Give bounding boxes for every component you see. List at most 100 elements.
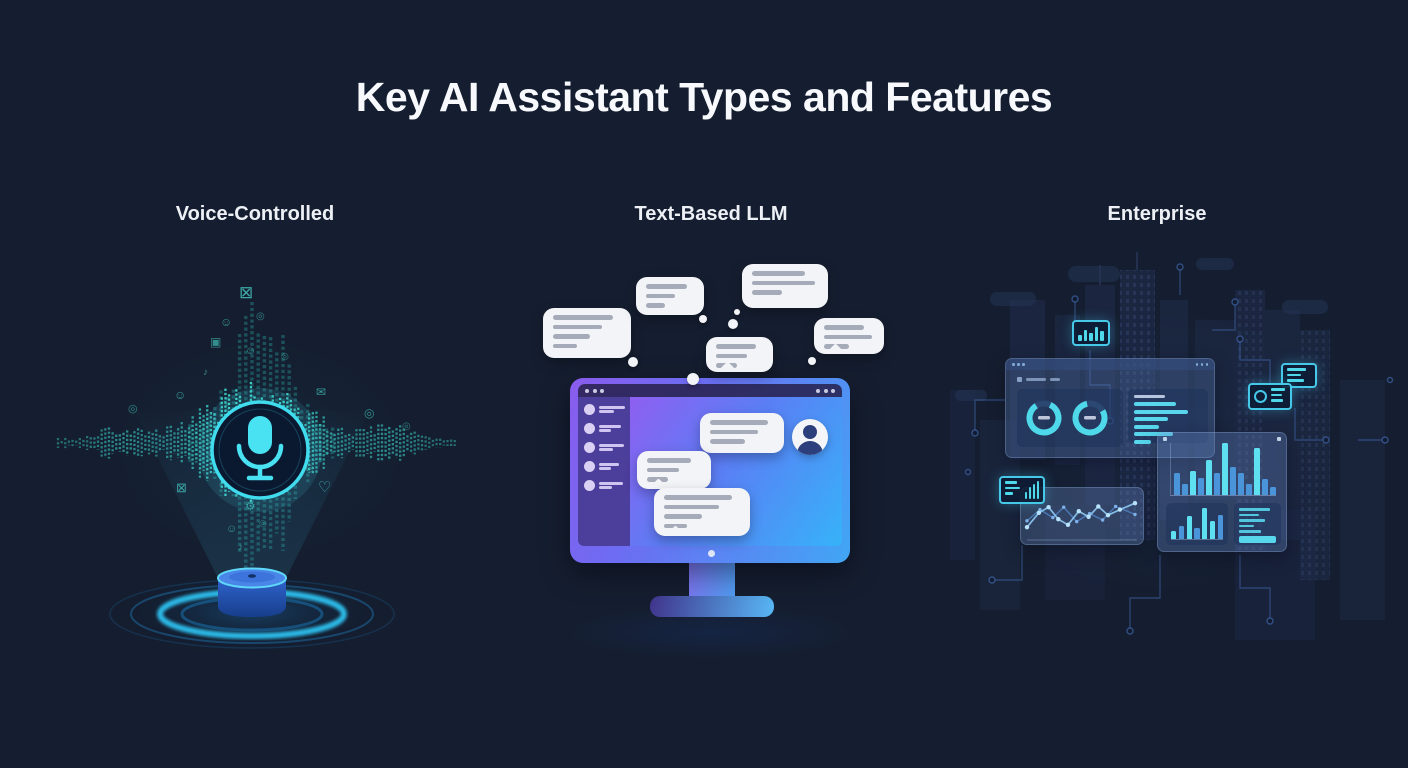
chart-point <box>1096 504 1101 509</box>
speaker-dot <box>248 574 256 578</box>
stat-text-line <box>1239 508 1271 511</box>
column-header-enterprise: Enterprise <box>1107 203 1207 225</box>
bubble-text-line <box>710 420 768 425</box>
window-dot <box>592 388 597 393</box>
contact-avatar <box>584 404 595 415</box>
donut-center-label <box>1038 416 1050 420</box>
bubble-text-line <box>664 514 702 519</box>
sidebar-text-line <box>599 486 612 490</box>
mini-bar <box>1028 487 1032 499</box>
chart-point <box>1065 522 1071 527</box>
sidebar-text-line <box>599 410 614 414</box>
bubble-text-line <box>646 284 687 289</box>
stat-bar <box>1134 402 1177 406</box>
contact-avatar <box>584 480 595 491</box>
bar <box>1190 471 1196 495</box>
toolbar-icon <box>1017 376 1022 382</box>
bubble-text-line <box>664 523 687 528</box>
panel-pin <box>1163 437 1167 441</box>
highlight-bar <box>1239 535 1276 543</box>
mic-badge <box>198 388 322 512</box>
chip-text-line <box>1005 481 1017 484</box>
user-avatar <box>792 419 828 455</box>
chart-point <box>1036 510 1042 515</box>
sidebar-text-line <box>599 405 625 409</box>
chart-point <box>1105 513 1111 518</box>
donut-value-arc <box>1072 400 1108 436</box>
sidebar-text-line <box>599 429 611 433</box>
mini-bar <box>1100 331 1104 341</box>
mini-bar <box>1032 483 1036 499</box>
bubble-text-line <box>752 290 782 295</box>
sidebar-text-line <box>599 462 619 466</box>
sidebar-text-line <box>599 448 613 452</box>
small-bar-chart <box>1171 508 1223 540</box>
stats-header-line <box>1134 395 1165 398</box>
bar <box>1206 459 1212 495</box>
mini-bar <box>1089 333 1093 341</box>
dashboard-dots-left <box>1012 363 1025 366</box>
window-dot <box>823 388 828 393</box>
chip-text-line <box>1271 399 1283 402</box>
chip-text-line <box>1287 373 1302 376</box>
bubble-text-line <box>553 343 577 348</box>
bubble-text-line <box>646 303 666 308</box>
bubble-text-line <box>716 344 756 349</box>
chart-point <box>1086 514 1091 519</box>
bubble-dot <box>699 315 707 323</box>
bar <box>1209 521 1216 539</box>
speech-bubble <box>706 337 773 372</box>
bar <box>1254 447 1260 495</box>
sidebar-item-lines <box>599 461 619 472</box>
chart-point <box>1132 501 1138 506</box>
donut-charts <box>1026 400 1108 436</box>
chart-point <box>1051 515 1055 520</box>
chart-line <box>1026 502 1136 528</box>
stat-text-line <box>1239 519 1265 522</box>
donut-center-label <box>1084 416 1096 420</box>
contact-avatar <box>584 423 595 434</box>
bar <box>1246 483 1252 495</box>
column-header-text-llm: Text-Based LLM <box>634 203 788 225</box>
sidebar-item <box>584 404 630 415</box>
stat-text-line <box>1239 530 1262 533</box>
window-dot <box>585 388 589 393</box>
mini-bar <box>1094 327 1099 341</box>
stat-chip <box>999 476 1045 504</box>
sidebar-text-line <box>599 424 621 428</box>
line-chart <box>1024 501 1138 541</box>
chart-point <box>1056 517 1061 522</box>
bubble-text-line <box>646 293 675 298</box>
stat-text-line <box>1239 513 1260 516</box>
dashboard-dot <box>1017 363 1020 366</box>
small-bar-chart-card <box>1166 503 1228 545</box>
bar <box>1198 478 1204 495</box>
bar <box>1174 473 1180 495</box>
chart-point <box>1046 505 1051 510</box>
bar <box>1194 528 1200 539</box>
chart-point <box>1100 518 1105 522</box>
bubble-dot <box>628 357 638 367</box>
chart-point <box>1075 519 1079 524</box>
chart-point <box>1038 507 1042 512</box>
toolbar-label-line <box>1026 377 1046 381</box>
dashboard-dot <box>1195 363 1198 366</box>
bubble-text-line <box>716 353 747 358</box>
stat-bar <box>1134 432 1174 436</box>
gauge-chip-lines <box>1271 388 1286 405</box>
bubble-text-line <box>647 467 680 472</box>
bubble-dot <box>728 319 738 329</box>
mini-bar <box>1036 481 1040 499</box>
mini-bar <box>1083 329 1088 341</box>
chart-point <box>1076 509 1081 514</box>
text-stats-card <box>1234 503 1281 545</box>
bar <box>1238 473 1244 495</box>
bubble-dot <box>808 357 816 365</box>
window-dot <box>816 388 820 393</box>
mic-inner-ring <box>218 408 302 492</box>
bubble-text-line <box>824 334 872 339</box>
sidebar-item <box>584 461 630 472</box>
bar-chart <box>1170 443 1276 496</box>
voice-assistant-illustration <box>50 290 470 657</box>
bubble-text-line <box>553 315 613 320</box>
